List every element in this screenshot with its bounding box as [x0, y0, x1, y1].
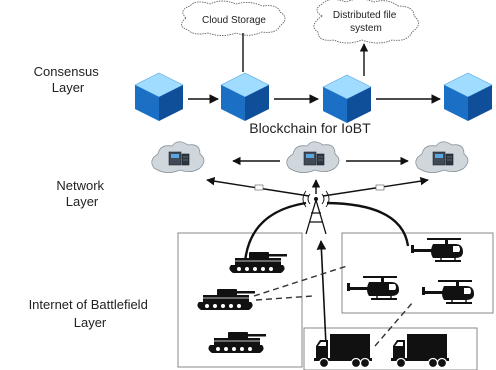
distributed-file-system-label: Distributed file system — [333, 10, 399, 34]
cloud-server-icon — [286, 141, 340, 174]
cube-icon — [220, 72, 270, 122]
cube-icon — [322, 74, 372, 124]
cloud-server-icon — [415, 141, 469, 174]
distributed-file-system-cloud: Distributed file system — [313, 0, 419, 44]
network-layer-label: Network Layer — [56, 178, 107, 209]
antenna-icon — [302, 190, 330, 235]
helicopters-to-antenna-link — [326, 201, 410, 247]
packet-icon — [254, 184, 264, 191]
consensus-layer-label: Consensus Layer — [34, 64, 103, 95]
iobt-layer-label: Internet of Battlefield Layer — [29, 297, 152, 330]
packet-icon — [375, 184, 385, 191]
tanks-to-antenna-link — [243, 201, 307, 263]
trucks-to-antenna-arrow — [316, 240, 327, 346]
ad-hoc-link — [253, 265, 348, 297]
cloud-server-icon — [151, 141, 205, 174]
cube-icon — [443, 72, 493, 122]
cloud-storage-label: Cloud Storage — [202, 15, 266, 26]
cube-icon — [134, 72, 184, 122]
truck-group-box — [303, 327, 478, 370]
cloud-storage-cloud: Cloud Storage — [181, 0, 286, 36]
helicopter-group-box — [341, 232, 494, 314]
blockchain-label: Blockchain for IoBT — [249, 120, 371, 136]
antenna-to-server-arrow — [322, 176, 429, 197]
